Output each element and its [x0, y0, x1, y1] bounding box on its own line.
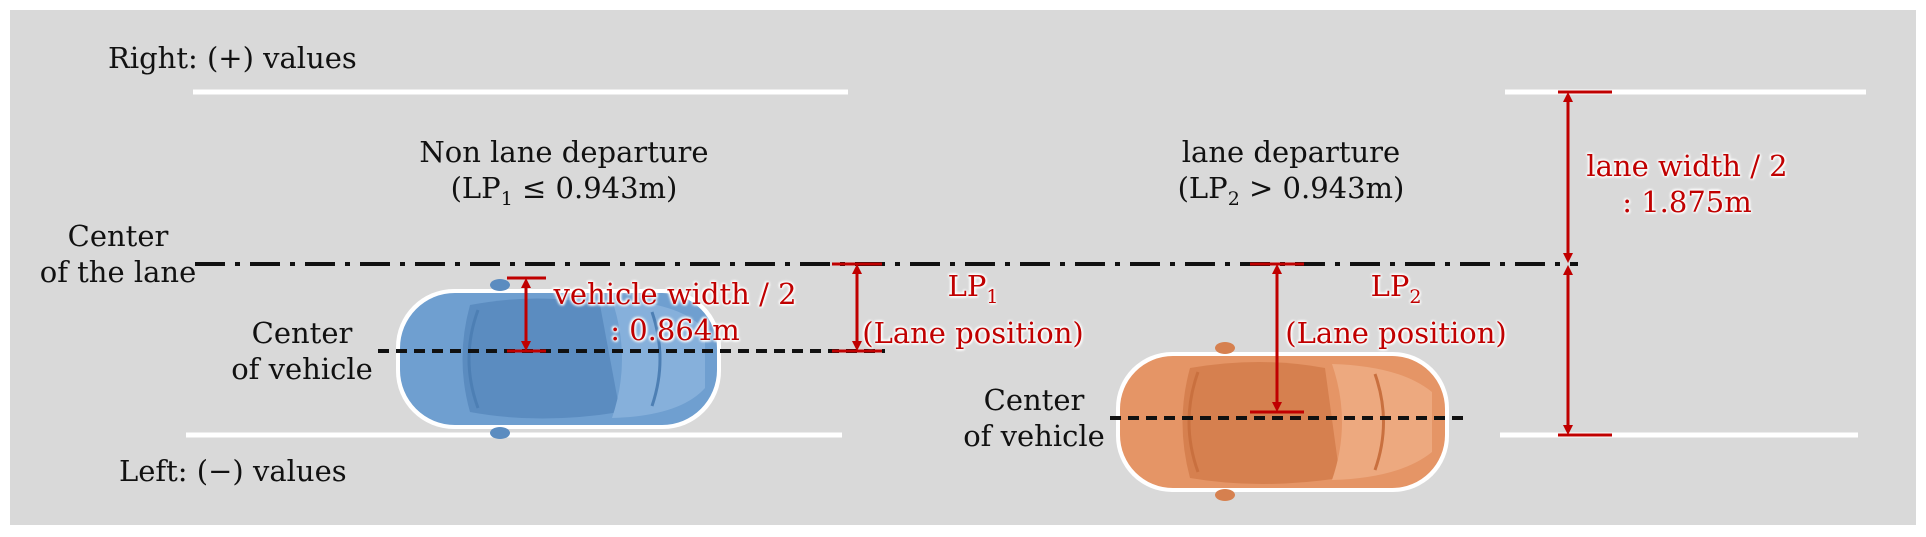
lp1-marker: [832, 262, 882, 353]
diagram-background: [10, 10, 1916, 525]
lp1-label: LP1 (Lane position): [862, 268, 1084, 351]
lane-center-label: Center of the lane: [28, 218, 208, 290]
orange-vehicle-center-label: Center of vehicle: [954, 382, 1114, 454]
departure-condition: (LP2 > 0.943m): [1177, 171, 1405, 210]
lane-center-label-line2: of the lane: [39, 255, 197, 289]
lp2-marker: [1250, 262, 1304, 414]
blue-vehicle-center-line1: Center: [251, 316, 353, 350]
lane-width-line1: lane width / 2: [1586, 149, 1788, 183]
lane-center-label-line1: Center: [67, 219, 169, 253]
departure-heading: lane departure (LP2 > 0.943m): [1131, 134, 1451, 217]
blue-vehicle-center-line2: of vehicle: [231, 352, 373, 386]
left-values-label: Left: (−) values: [119, 454, 347, 488]
vehicle-width-marker: [507, 276, 546, 353]
lp2-symbol: LP2: [1370, 269, 1422, 308]
non-departure-title: Non lane departure: [419, 135, 709, 169]
non-departure-condition: (LP1 ≤ 0.943m): [450, 171, 678, 210]
lane-width-line2: : 1.875m: [1622, 185, 1752, 219]
departure-title: lane departure: [1181, 135, 1401, 169]
vehicle-width-line2: : 0.864m: [610, 313, 740, 347]
vehicle-width-label: vehicle width / 2 : 0.864m: [540, 276, 810, 348]
lane-width-label: lane width / 2 : 1.875m: [1572, 148, 1802, 220]
orange-vehicle-center-line1: Center: [983, 383, 1085, 417]
blue-vehicle-icon: [396, 279, 721, 439]
lp1-description: (Lane position): [862, 315, 1084, 350]
lane-width-marker: [1558, 90, 1612, 437]
blue-vehicle-center-label: Center of vehicle: [222, 315, 382, 387]
non-departure-heading: Non lane departure (LP1 ≤ 0.943m): [404, 134, 724, 217]
right-values-label: Right: (+) values: [108, 41, 357, 75]
vehicle-width-line1: vehicle width / 2: [553, 277, 797, 311]
lp2-description: (Lane position): [1285, 315, 1507, 350]
orange-vehicle-icon: [1116, 342, 1449, 501]
orange-vehicle-center-line2: of vehicle: [963, 419, 1105, 453]
lp1-symbol: LP1: [947, 269, 999, 308]
lp2-label: LP2 (Lane position): [1285, 268, 1507, 351]
